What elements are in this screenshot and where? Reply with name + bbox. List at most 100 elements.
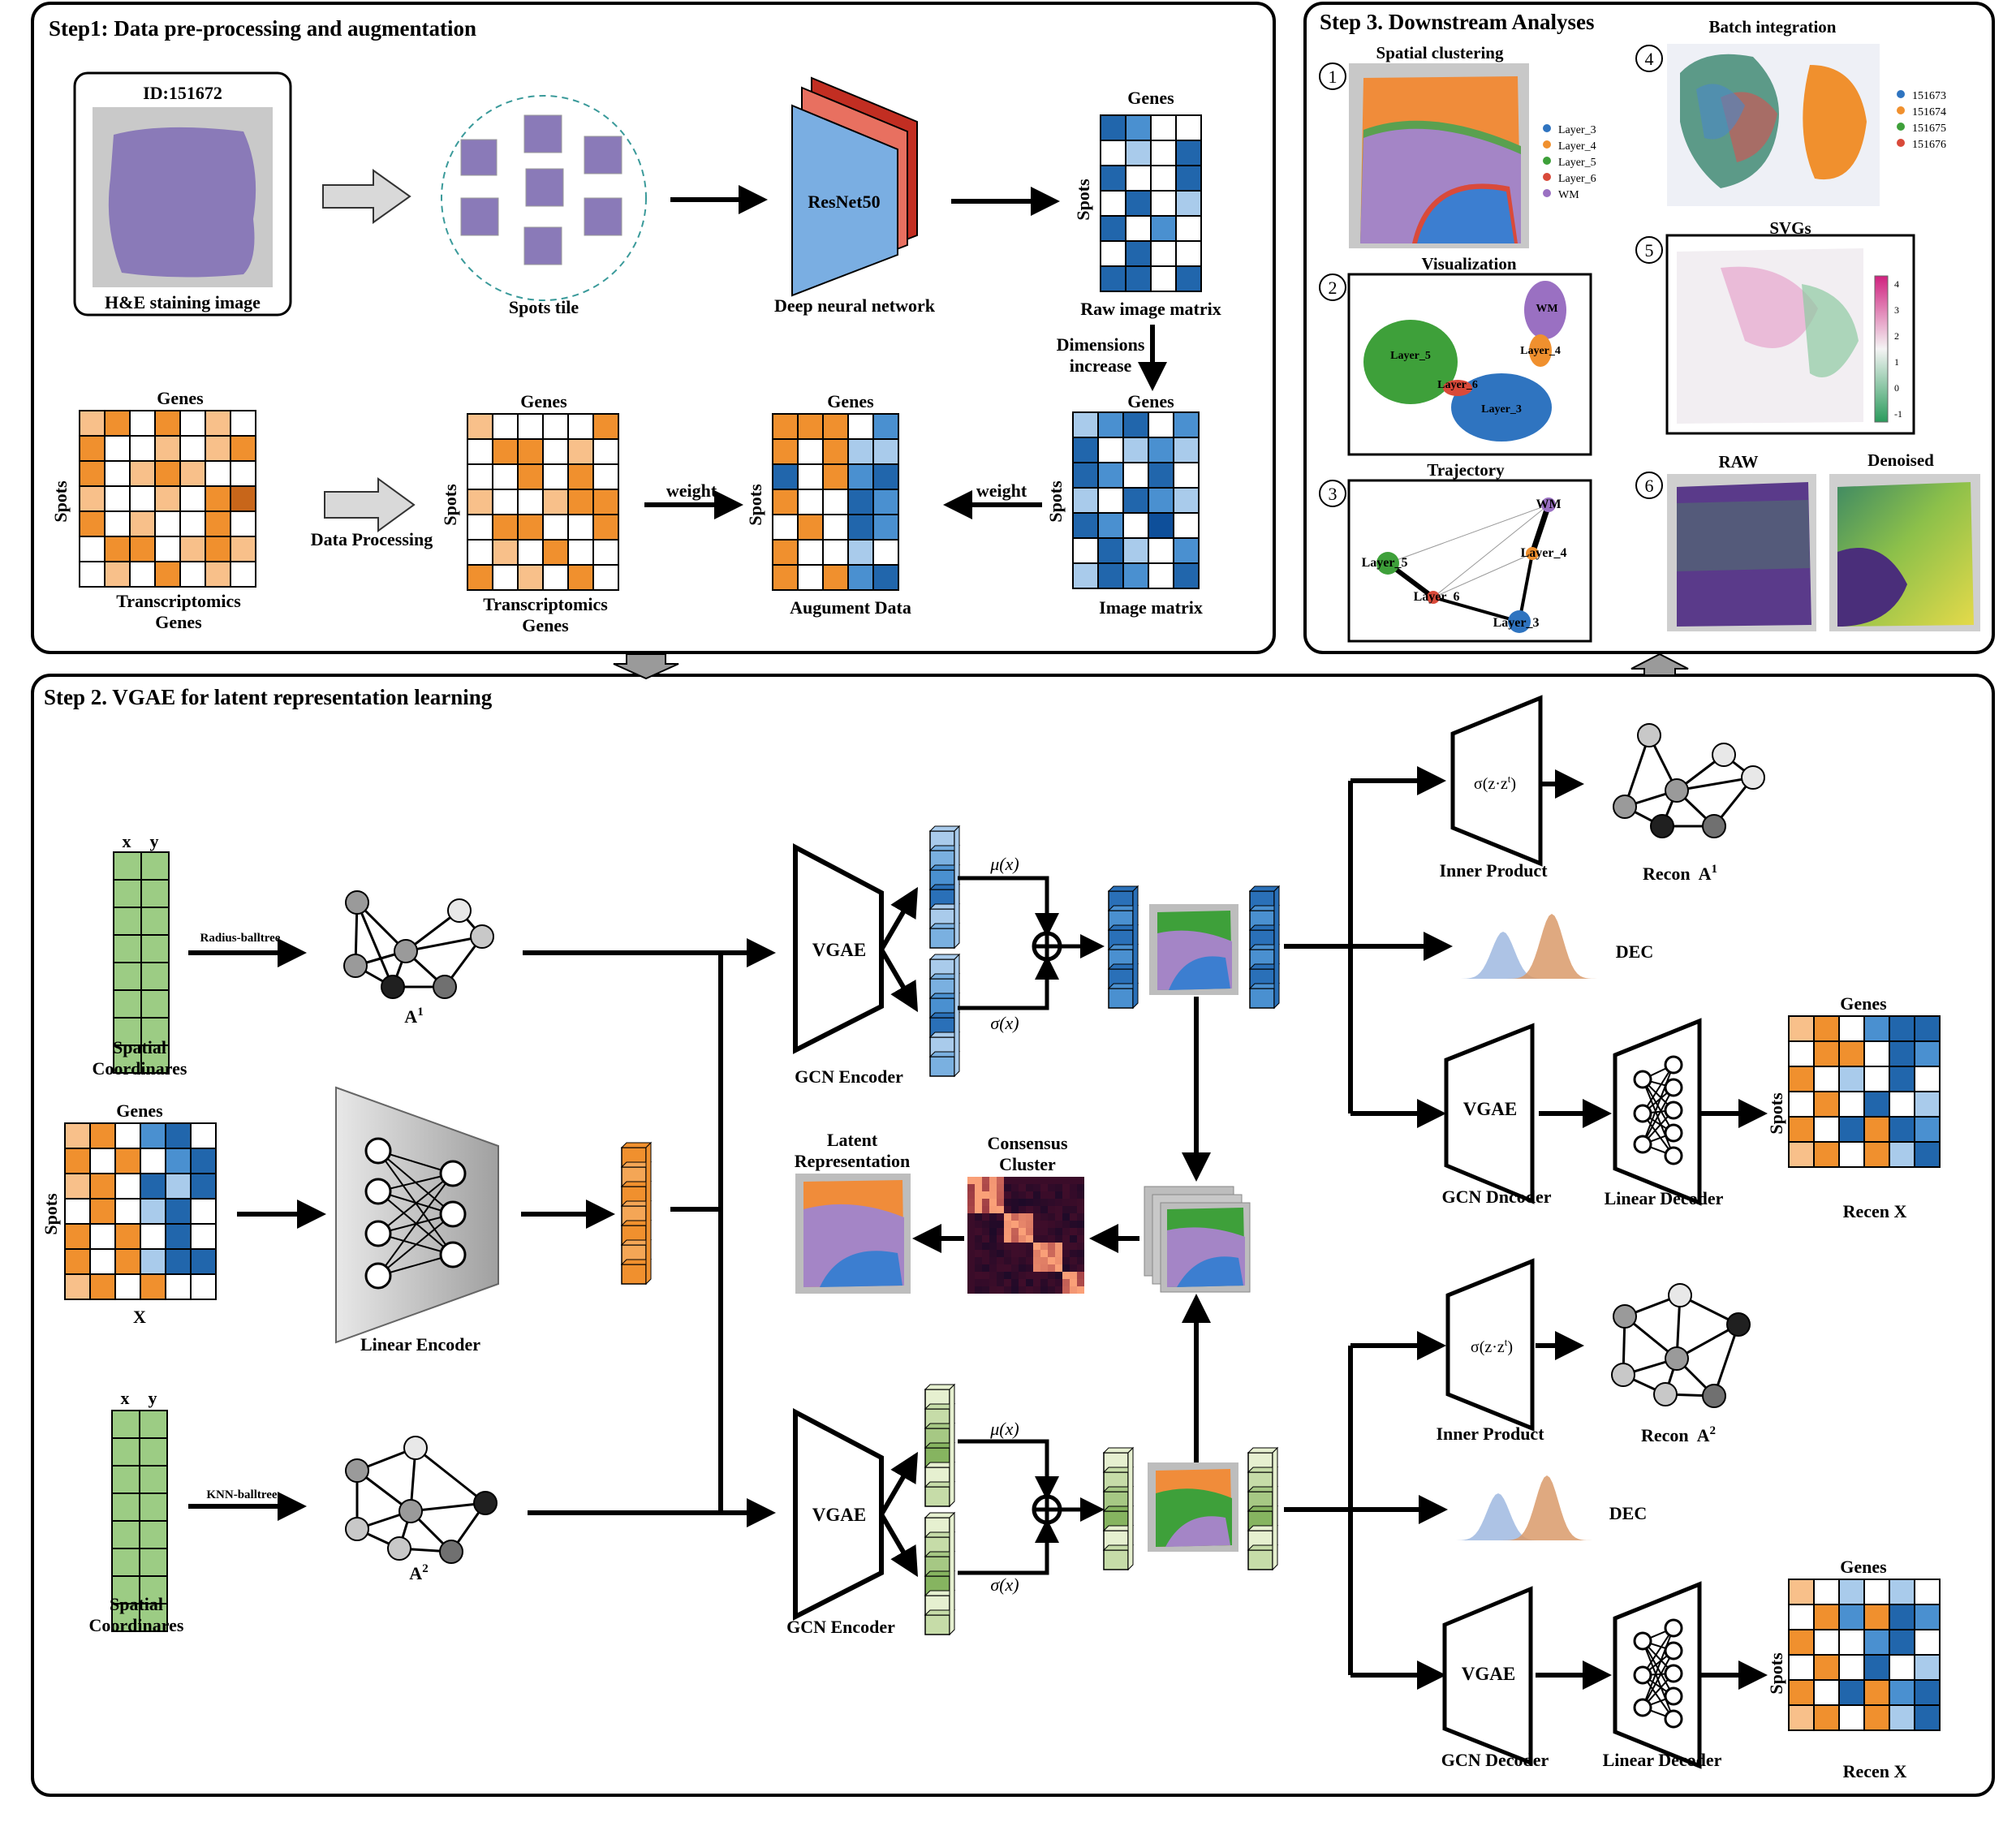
legend-label: 151676 — [1912, 139, 1946, 151]
heatmap-cell — [1077, 1177, 1084, 1184]
heatmap-cell — [989, 1221, 997, 1228]
matrix-cell — [1889, 1629, 1915, 1656]
spots-tile-label: Spots tile — [509, 297, 579, 317]
output-branch-top — [1284, 766, 1768, 1128]
dec-bottom-label: DEC — [1609, 1503, 1647, 1523]
vector-cell — [1103, 1549, 1129, 1570]
matrix-cell — [467, 514, 493, 541]
legend-dot — [1543, 124, 1551, 132]
matrix-cell — [140, 1045, 170, 1074]
matrix-cell — [1788, 1015, 1815, 1042]
graph-node — [1665, 778, 1689, 803]
heatmap-cell — [1026, 1221, 1033, 1228]
heatmap-cell — [1062, 1235, 1070, 1243]
matrix-cell — [1788, 1040, 1815, 1067]
heatmap-cell — [1077, 1228, 1084, 1235]
augment-genes: Genes — [827, 391, 874, 411]
matrix-cell — [89, 1273, 116, 1300]
heatmap-cell — [975, 1221, 982, 1228]
heatmap-cell — [1019, 1206, 1026, 1213]
matrix-cell — [205, 435, 231, 462]
net-node — [364, 1178, 392, 1205]
heatmap-cell — [1048, 1272, 1055, 1279]
svgs-map — [1677, 248, 1863, 424]
heatmap-cell — [1070, 1272, 1077, 1279]
heatmap-cell — [1026, 1191, 1033, 1199]
matrix-cell — [1173, 512, 1200, 539]
heatmap-cell — [982, 1235, 989, 1243]
matrix-cell — [1175, 265, 1202, 292]
matrix-cell — [1914, 1040, 1941, 1067]
matrix-cell — [1914, 1141, 1941, 1168]
heatmap-cell — [1077, 1286, 1084, 1294]
matrix-cell — [542, 514, 569, 541]
image-matrix-caption: Image matrix — [1099, 597, 1203, 618]
heatmap-cell — [1070, 1257, 1077, 1264]
net-edge — [377, 1213, 454, 1277]
matrix-cell — [140, 934, 170, 963]
heatmap-cell — [1070, 1228, 1077, 1235]
recen-top-label: Recen X — [1843, 1201, 1907, 1221]
matrix-cell — [872, 564, 899, 591]
matrix-cell — [772, 463, 799, 490]
heatmap-cell — [1004, 1264, 1011, 1272]
heatmap-cell — [1070, 1184, 1077, 1191]
matrix-cell — [1097, 537, 1124, 564]
matrix-cell — [205, 460, 231, 487]
matrix-cell — [1173, 562, 1200, 589]
heatmap-cell — [1026, 1213, 1033, 1221]
net-node — [439, 1160, 467, 1187]
heatmap-cell — [982, 1177, 989, 1184]
graph-node — [1665, 1346, 1689, 1371]
matrix-cell — [1838, 1141, 1865, 1168]
net-edge — [1642, 1064, 1674, 1145]
mu-vector-top — [928, 825, 961, 950]
heatmap-cell — [1004, 1199, 1011, 1206]
matrix-cell — [129, 536, 156, 562]
sigma-vector-top — [928, 953, 961, 1078]
colorbar-tick: 4 — [1894, 278, 1899, 290]
raw-matrix-genes: Genes — [1127, 88, 1174, 108]
heatmap-cell — [1026, 1272, 1033, 1279]
heatmap-cell — [1070, 1264, 1077, 1272]
heatmap-cell — [982, 1191, 989, 1199]
matrix-cell — [592, 438, 619, 465]
heatmap-cell — [1004, 1184, 1011, 1191]
raw-expression-image — [1667, 474, 1816, 631]
mu-bottom-label: μ(x) — [989, 1419, 1019, 1439]
heatmap-cell — [1048, 1177, 1055, 1184]
heatmap-cell — [967, 1250, 975, 1257]
matrix-cell — [1889, 1066, 1915, 1092]
heatmap-cell — [1004, 1221, 1011, 1228]
heatmap-cell — [1062, 1250, 1070, 1257]
graph-node — [1611, 1363, 1635, 1387]
matrix-cell — [154, 510, 181, 537]
matrix-cell — [1148, 537, 1174, 564]
trans-caption-2: Genes — [155, 612, 202, 632]
sigma-bottom-label: σ(x) — [990, 1574, 1019, 1595]
matrix-cell — [1100, 114, 1126, 141]
matrix-cell — [114, 1273, 141, 1300]
trajectory-label: Layer_3 — [1493, 616, 1540, 630]
heatmap-cell — [997, 1243, 1004, 1250]
num-6-circle — [1635, 472, 1663, 499]
matrix-cell — [1838, 1066, 1865, 1092]
heatmap-cell — [1019, 1191, 1026, 1199]
matrix-cell — [1813, 1141, 1840, 1168]
matrix-cell — [847, 413, 874, 440]
heatmap-cell — [989, 1191, 997, 1199]
matrix-cell — [129, 485, 156, 512]
heatmap-cell — [1019, 1199, 1026, 1206]
matrix-cell — [165, 1148, 192, 1174]
matrix-cell — [140, 1173, 166, 1200]
coords2-label-2: Coordinares — [89, 1615, 184, 1635]
heatmap-cell — [997, 1228, 1004, 1235]
net-edge — [1642, 1064, 1674, 1114]
a2-label: A2 — [409, 1562, 428, 1583]
coords1-y: y — [150, 831, 159, 851]
x-matrix-genes: Genes — [116, 1101, 163, 1121]
heatmap-cell — [1048, 1264, 1055, 1272]
heatmap-cell — [1004, 1177, 1011, 1184]
matrix-cell — [467, 489, 493, 515]
data-processing-arrow — [324, 477, 416, 532]
